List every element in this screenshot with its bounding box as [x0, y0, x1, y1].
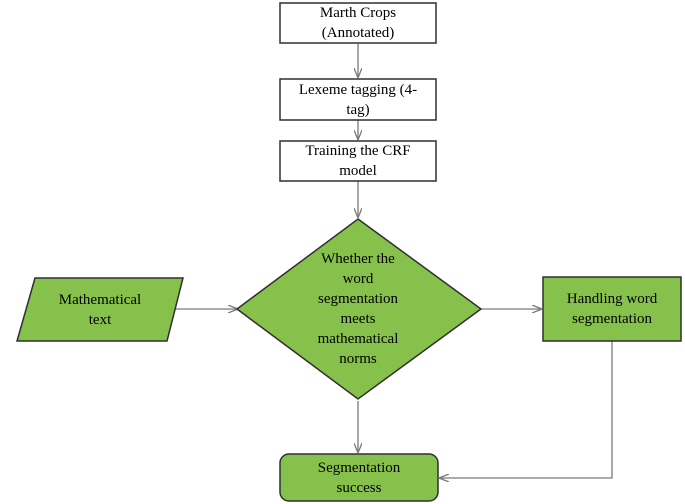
decision-diamond [235, 218, 483, 400]
marth-crops-box [279, 2, 437, 44]
handling-box [542, 276, 682, 342]
lexeme-tagging-box [279, 78, 437, 121]
success-box [279, 453, 439, 502]
arrow-handling-to-success [440, 341, 613, 478]
training-crf-box [279, 140, 437, 182]
mathematical-text-parallelogram [16, 277, 184, 342]
